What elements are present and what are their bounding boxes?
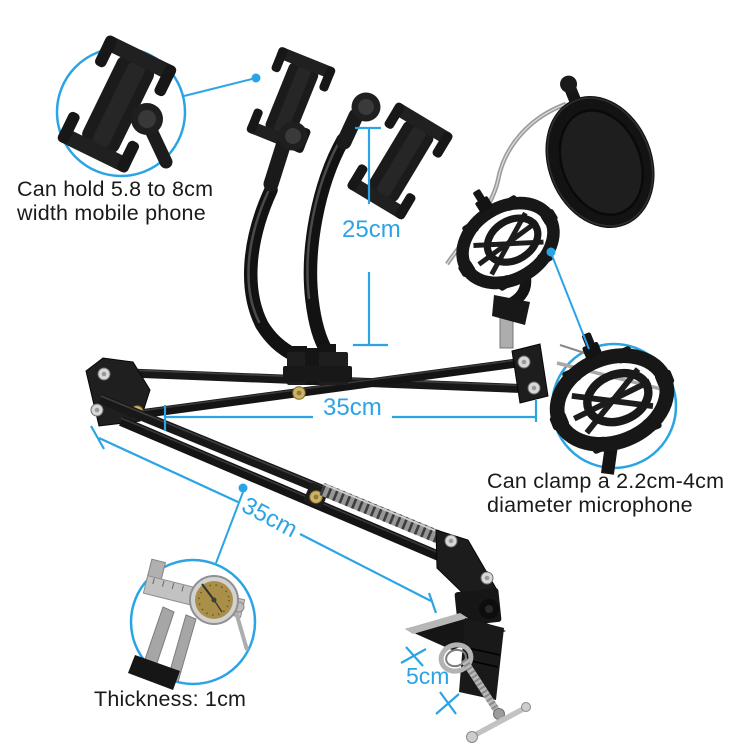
measure-35cm-horizontal bbox=[163, 400, 538, 431]
left-gooseneck bbox=[244, 183, 303, 363]
annotation-phone-width-line1: Can hold 5.8 to 8cm bbox=[17, 177, 214, 201]
measure-35cm-diagonal bbox=[90, 425, 438, 614]
inset-phone-clamp bbox=[56, 33, 178, 175]
callout-line-shock-mount bbox=[550, 252, 590, 350]
measure-25cm bbox=[353, 126, 388, 347]
label-5cm: 5cm bbox=[406, 663, 450, 689]
callout-line-phone-clamp bbox=[183, 77, 257, 97]
measured-arm-tube bbox=[128, 655, 180, 690]
measurement-lines bbox=[90, 126, 538, 715]
label-35cm-upper-arm: 35cm bbox=[323, 394, 382, 421]
arm-end-plate bbox=[511, 343, 549, 404]
boom-arm-kit bbox=[85, 45, 655, 743]
phone-holder-right bbox=[336, 92, 455, 221]
annotation-mic-clamp-line2: diameter microphone bbox=[487, 492, 693, 517]
annotation-thickness: Thickness: 1cm bbox=[94, 687, 247, 711]
desk-clamp bbox=[405, 588, 531, 743]
annotation-mic-clamp: Can clamp a 2.2cm-4cm diameter microphon… bbox=[487, 469, 725, 517]
shock-mount bbox=[428, 162, 575, 325]
measure-5cm bbox=[400, 646, 460, 715]
callout-dots bbox=[238, 73, 556, 493]
right-gooseneck bbox=[303, 133, 350, 359]
tension-spring bbox=[319, 482, 451, 548]
lower-arm bbox=[99, 394, 498, 601]
callout-lines bbox=[183, 77, 590, 564]
clamp-pad bbox=[438, 642, 474, 674]
inset-shock-mount bbox=[525, 309, 689, 475]
phone-holder-left bbox=[245, 45, 337, 192]
callout-line-caliper bbox=[215, 491, 244, 564]
inset-caliper bbox=[128, 558, 249, 690]
annotation-phone-width-line2: width mobile phone bbox=[17, 200, 206, 225]
gooseneck-bracket bbox=[283, 344, 352, 385]
label-25cm: 25cm bbox=[342, 216, 401, 243]
clamp-handle bbox=[471, 705, 527, 739]
annotation-mic-clamp-line1: Can clamp a 2.2cm-4cm bbox=[487, 469, 725, 493]
pop-filter bbox=[545, 75, 655, 228]
annotation-phone-width: Can hold 5.8 to 8cm width mobile phone bbox=[17, 177, 214, 225]
